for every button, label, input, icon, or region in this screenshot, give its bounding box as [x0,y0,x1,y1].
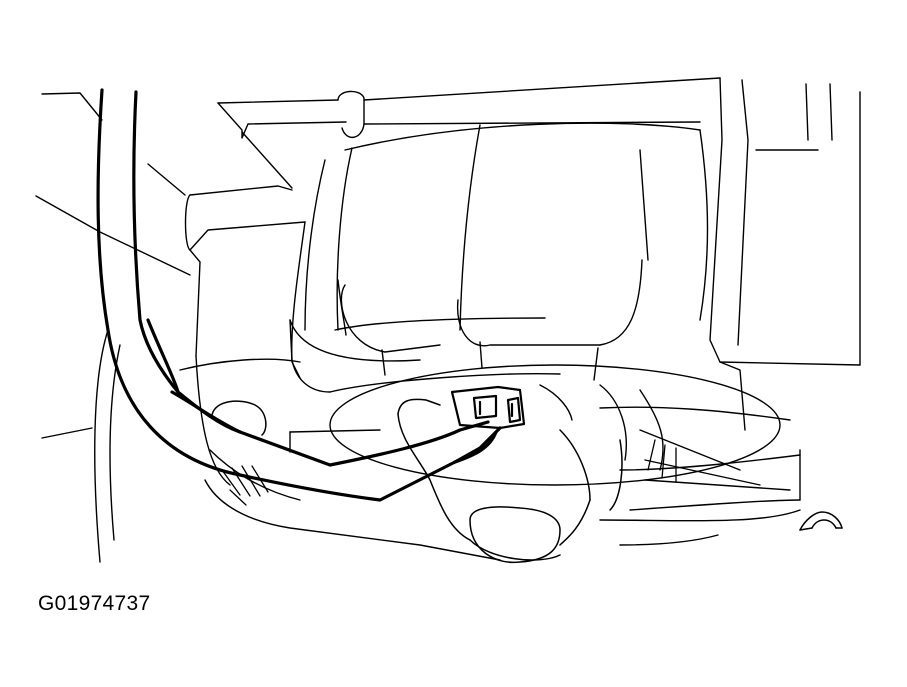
harness-tape [170,390,242,434]
mounting-tab [799,511,843,531]
leader-line-middle [35,195,191,276]
upper-housing [147,77,861,366]
leader-line-bottom [41,427,93,439]
connector-lead [453,426,502,464]
wire-harness [96,88,502,502]
motor-hub [211,398,623,564]
harness-branch [146,318,180,394]
figure-code: G01974737 [38,592,151,615]
fan-shroud [289,122,709,393]
leader-line-top [41,92,103,121]
motor-connector [450,385,526,430]
motor-flange [179,355,801,561]
harness-inner-edge [132,90,490,467]
